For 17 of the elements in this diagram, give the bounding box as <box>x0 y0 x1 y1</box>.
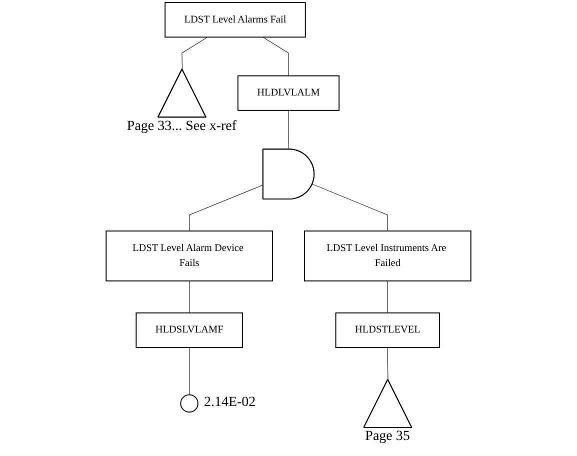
node-box: LDST Level Instruments Are Failed <box>304 230 472 282</box>
page-reference: Page 35 <box>365 429 410 446</box>
node-box: LDST Level Alarms Fail <box>164 2 306 38</box>
connector <box>387 347 388 380</box>
connector <box>182 36 208 70</box>
connector <box>312 184 388 232</box>
node-box: HLDSLVLAMF <box>136 312 243 348</box>
connector <box>189 184 264 232</box>
connector <box>189 280 190 314</box>
page-reference: Page 33... See x-ref <box>126 119 237 136</box>
node-box: LDST Level Alarm Device Fails <box>106 230 273 282</box>
connector <box>189 347 190 396</box>
node-box: HLDLVLALM <box>237 75 340 111</box>
connector <box>387 280 388 314</box>
node-circle <box>180 394 198 413</box>
node-box: HLDSTLEVEL <box>335 312 440 348</box>
connector <box>288 110 290 150</box>
